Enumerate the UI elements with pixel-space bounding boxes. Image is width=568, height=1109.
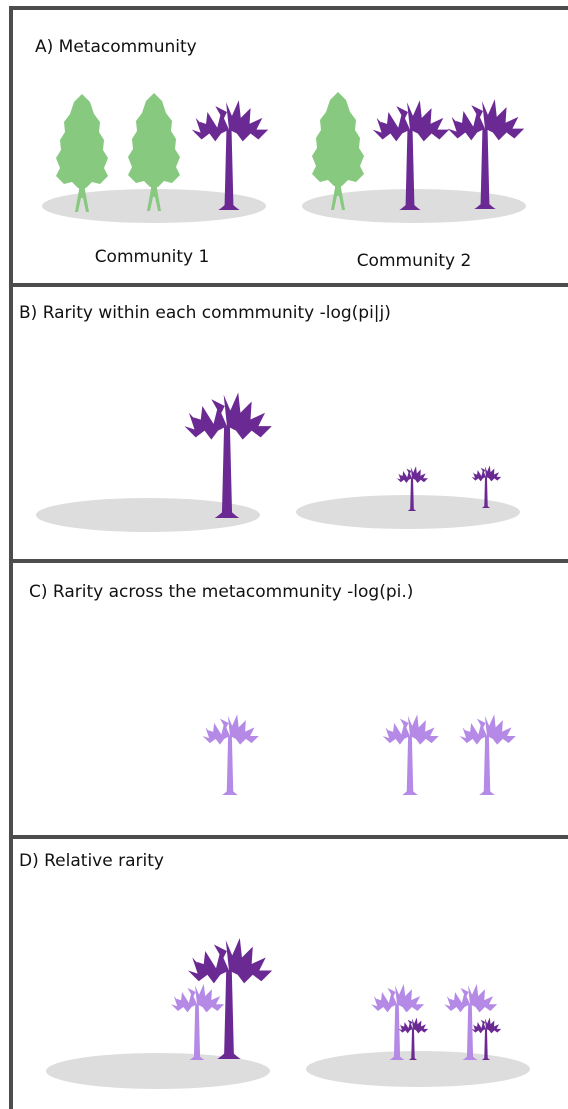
palm-tree-icon: [459, 714, 516, 795]
ground-community-1: [42, 189, 266, 223]
panel-a-scene: [42, 92, 526, 223]
palm-tree-icon: [184, 392, 272, 518]
panel-d-title: D) Relative rarity: [19, 851, 164, 871]
ground-community-1: [46, 1053, 270, 1089]
panel-b-title: B) Rarity within each commmunity -log(pi…: [19, 303, 391, 323]
panel-d-scene: [46, 938, 530, 1089]
ground-community-2: [296, 495, 520, 529]
panel-a-title: A) Metacommunity: [35, 37, 197, 57]
panel-c-frame: [9, 559, 568, 839]
panel-c-title: C) Rarity across the metacommunity -log(…: [29, 582, 413, 602]
ground-community-1: [36, 498, 260, 532]
panel-b-scene: [36, 392, 520, 532]
palm-tree-icon: [202, 714, 259, 795]
panel-c-scene: [202, 714, 516, 795]
community-1-label: Community 1: [95, 247, 210, 267]
panel-frames: [9, 6, 568, 1109]
community-2-label: Community 2: [357, 251, 472, 271]
ground-community-2: [306, 1051, 530, 1087]
palm-tree-icon: [171, 983, 225, 1060]
palm-tree-icon: [382, 714, 439, 795]
